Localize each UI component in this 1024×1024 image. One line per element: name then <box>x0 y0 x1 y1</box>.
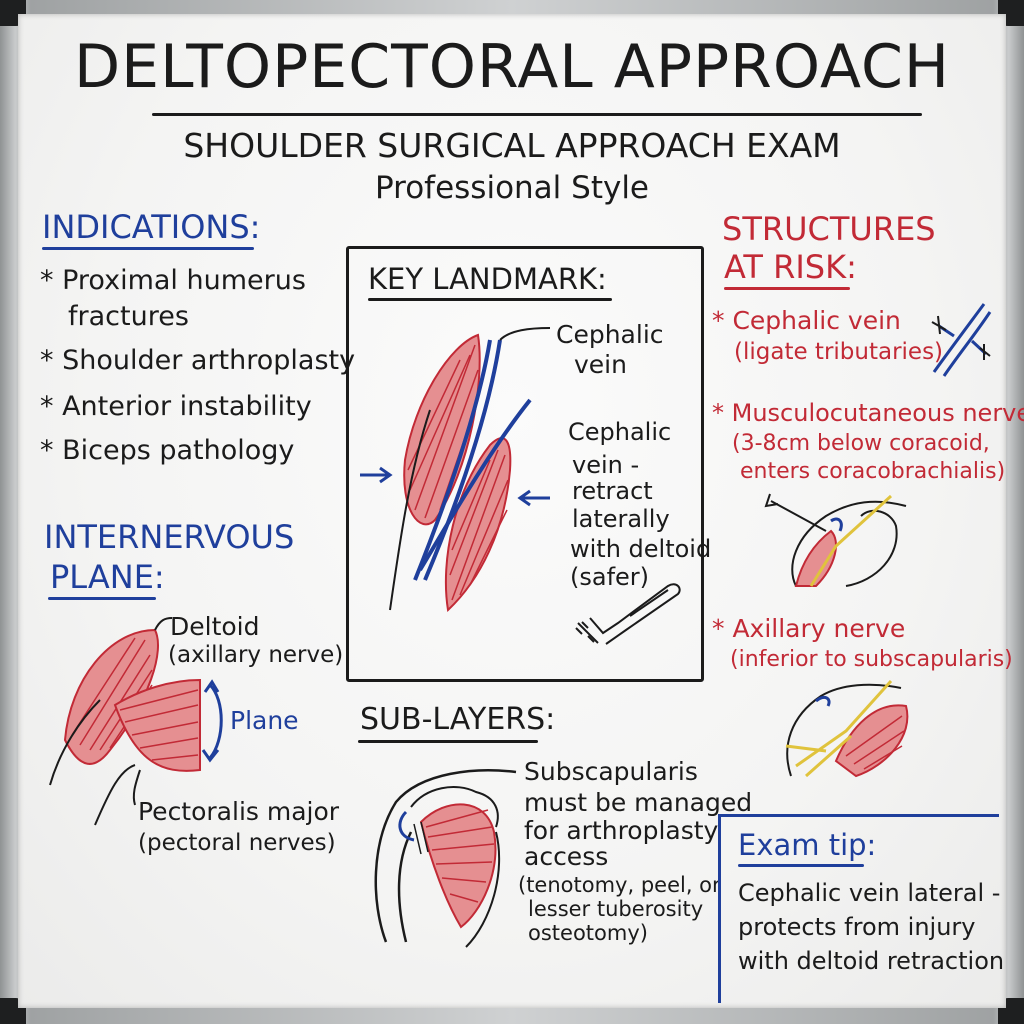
sub-layers-text: access <box>524 842 609 871</box>
page-title: DELTOPECTORAL APPROACH <box>73 32 951 102</box>
sub-layers-illustration <box>374 769 517 948</box>
sub-layers-note: osteotomy) <box>528 921 648 945</box>
subscapularis-muscle-shape <box>419 803 497 929</box>
exam-tip-heading: Exam tip: <box>738 828 877 862</box>
sub-layers-note: (tenotomy, peel, or <box>518 873 721 897</box>
left-arrow <box>360 466 393 484</box>
right-arrow <box>517 489 550 507</box>
deltoid-label: Deltoid <box>170 612 260 641</box>
cephalic-vein-shape <box>413 339 502 581</box>
exam-tip-box <box>718 814 999 1003</box>
indication-item: * Proximal humerus <box>40 265 306 296</box>
key-landmark-illustration <box>360 327 551 613</box>
risk-cephalic-note: (ligate tributaries) <box>734 339 944 365</box>
risk-cephalic-vein: * Cephalic vein <box>712 306 901 335</box>
risk-musculocutaneous-note: enters coracobrachialis) <box>740 459 1006 484</box>
indication-item-continued: fractures <box>68 301 189 332</box>
pectoralis-muscle-shape <box>444 437 512 613</box>
internervous-heading: INTERNERVOUS <box>44 518 295 556</box>
cephalic-vein-label: Cephalic <box>556 320 664 349</box>
page-subtitle: SHOULDER SURGICAL APPROACH EXAM <box>183 126 841 165</box>
retract-note: laterally <box>572 505 670 533</box>
indication-item: * Shoulder arthroplasty <box>40 345 356 376</box>
nerve-shape <box>809 494 893 587</box>
sub-layers-underline <box>358 740 538 743</box>
cephalic-vein-label-line2: vein <box>574 350 627 379</box>
retract-note: vein - <box>572 451 640 479</box>
plane-label: Plane <box>230 706 299 735</box>
structures-heading: STRUCTURES <box>722 210 936 248</box>
exam-tip-underline <box>738 864 864 867</box>
page-subtitle-style: Professional Style <box>374 170 650 206</box>
sub-layers-heading: SUB-LAYERS: <box>360 702 556 737</box>
key-landmark-underline <box>368 298 612 301</box>
sub-layers-text: must be managed <box>524 788 753 817</box>
whiteboard-surface <box>18 14 1006 1008</box>
pectoralis-label: Pectoralis major <box>138 797 340 826</box>
internervous-heading-line2: PLANE: <box>50 558 165 596</box>
sub-layers-text: for arthroplasty <box>524 816 719 845</box>
internervous-underline <box>48 597 156 600</box>
key-landmark-heading: KEY LANDMARK: <box>368 262 607 296</box>
internervous-plane-illustration <box>49 617 223 826</box>
risk-axillary-note: (inferior to subscapularis) <box>730 647 1013 672</box>
pectoralis-nerve-label: (pectoral nerves) <box>138 830 336 856</box>
retract-note: retract <box>572 477 653 505</box>
axillary-nerve-illustration <box>785 679 909 778</box>
indications-underline <box>42 247 254 250</box>
musculocutaneous-illustration <box>764 493 907 587</box>
exam-tip-text: Cephalic vein lateral - <box>738 879 1001 907</box>
exam-tip-text: with deltoid retraction <box>738 947 1005 975</box>
risk-axillary-nerve: * Axillary nerve <box>712 614 906 643</box>
nerve-shape <box>785 679 893 778</box>
retract-note: Cephalic <box>568 418 672 446</box>
structures-underline <box>724 287 850 290</box>
title-underline <box>152 113 922 116</box>
pectoralis-muscle-shape <box>113 678 201 772</box>
structures-heading-line2: AT RISK: <box>724 248 857 286</box>
risk-musculocutaneous-note: (3-8cm below coracoid, <box>732 431 990 456</box>
plane-arrow <box>208 683 223 759</box>
retract-note: (safer) <box>570 563 650 591</box>
sub-layers-text: Subscapularis <box>524 757 698 786</box>
indication-item: * Biceps pathology <box>40 435 295 466</box>
deltoid-nerve-label: (axillary nerve) <box>168 642 344 668</box>
retract-note: with deltoid <box>570 535 712 563</box>
indication-item: * Anterior instability <box>40 391 312 422</box>
exam-tip-text: protects from injury <box>738 913 976 941</box>
retractor-icon <box>575 583 681 645</box>
risk-musculocutaneous-nerve: * Musculocutaneous nerve <box>712 399 1024 427</box>
key-landmark-box <box>346 246 704 682</box>
indications-heading: INDICATIONS: <box>42 208 261 246</box>
sub-layers-note: lesser tuberosity <box>528 897 704 921</box>
vein-ligation-icon <box>931 303 992 377</box>
